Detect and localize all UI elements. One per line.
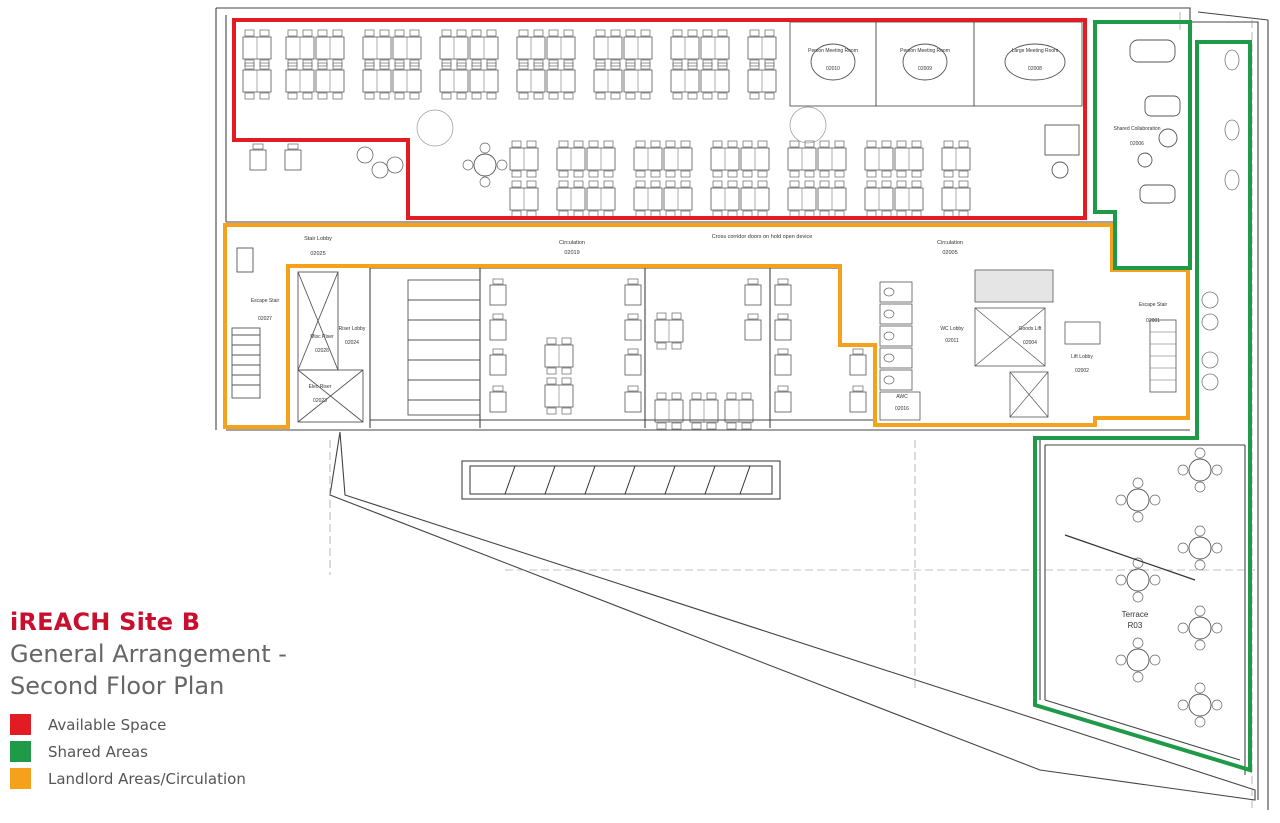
svg-text:02005: 02005	[942, 250, 957, 256]
circulation-labels: Stair Lobby 02025 Circulation 02019 Cros…	[304, 234, 963, 257]
svg-text:Lift Lobby: Lift Lobby	[1071, 354, 1093, 360]
desk-cluster-north	[242, 29, 777, 100]
legend-item-shared-areas: Shared Areas	[10, 738, 246, 765]
shared-collaboration-furniture	[1129, 39, 1181, 204]
svg-text:02026: 02026	[315, 348, 329, 354]
svg-text:WC Lobby: WC Lobby	[940, 326, 964, 332]
svg-text:02004: 02004	[1023, 340, 1037, 346]
svg-text:Riser Lobby: Riser Lobby	[339, 326, 366, 332]
svg-text:02024: 02024	[345, 340, 359, 346]
svg-text:02002: 02002	[1075, 368, 1089, 374]
skylight	[461, 460, 781, 500]
plan-subtitle-line-2: Second Floor Plan	[10, 672, 225, 700]
svg-text:Misc Riser: Misc Riser	[310, 334, 334, 340]
plan-title: iREACH Site B	[10, 608, 201, 636]
legend-swatch-landlord-areas	[10, 768, 31, 789]
svg-text:02009: 02009	[918, 66, 932, 72]
legend: Available Space Shared Areas Landlord Ar…	[10, 711, 246, 792]
svg-text:Person Meeting Room: Person Meeting Room	[808, 48, 858, 54]
svg-text:Person Meeting Room: Person Meeting Room	[900, 48, 950, 54]
meeting-rooms	[789, 21, 1083, 179]
svg-text:02008: 02008	[1028, 66, 1042, 72]
desk-cluster-central	[249, 106, 971, 218]
svg-text:02027: 02027	[258, 316, 272, 322]
svg-text:R03: R03	[1128, 621, 1143, 630]
svg-text:Escape Stair: Escape Stair	[1139, 302, 1168, 308]
plan-subtitle-line-1: General Arrangement -	[10, 640, 287, 668]
legend-item-available-space: Available Space	[10, 711, 246, 738]
legend-item-landlord-areas: Landlord Areas/Circulation	[10, 765, 246, 792]
desk-cluster-south	[489, 278, 867, 430]
svg-text:Circulation: Circulation	[559, 240, 585, 246]
building-outline	[215, 7, 1269, 810]
legend-label: Available Space	[48, 715, 167, 734]
svg-text:Elec Riser: Elec Riser	[309, 384, 332, 390]
svg-text:02023: 02023	[313, 398, 327, 404]
terrace-label: Terrace R03	[1122, 610, 1149, 630]
svg-text:02001: 02001	[1146, 318, 1160, 324]
available-space-outline	[232, 18, 1087, 220]
meeting-room-labels: Person Meeting Room 02010 Person Meeting…	[808, 48, 1058, 72]
grid-lines	[329, 12, 1255, 810]
svg-text:Goods Lift: Goods Lift	[1019, 326, 1042, 332]
title-block: iREACH Site B General Arrangement - Seco…	[10, 606, 287, 702]
west-core-labels: Escape Stair 02027 Misc Riser 02026 Rise…	[251, 298, 366, 404]
svg-text:Cross corridor doors on hold o: Cross corridor doors on hold open device	[712, 234, 813, 240]
svg-text:Large Meeting Room: Large Meeting Room	[1012, 48, 1059, 54]
svg-text:02019: 02019	[564, 250, 579, 256]
svg-text:Shared Collaboration: Shared Collaboration	[1114, 126, 1161, 132]
svg-text:Escape Stair: Escape Stair	[251, 298, 280, 304]
svg-text:AWC: AWC	[896, 394, 908, 400]
svg-text:02011: 02011	[945, 338, 959, 344]
wc-core	[879, 269, 1177, 421]
svg-text:02016: 02016	[895, 406, 909, 412]
legend-label: Shared Areas	[48, 742, 148, 761]
svg-text:Stair Lobby: Stair Lobby	[304, 236, 332, 242]
west-core	[231, 247, 481, 423]
legend-swatch-available-space	[10, 714, 31, 735]
shared-areas-north-outline	[1093, 20, 1192, 270]
wc-core-labels: WC Lobby 02011 Goods Lift 02004 Lift Lob…	[895, 302, 1167, 412]
legend-label: Landlord Areas/Circulation	[48, 769, 246, 788]
svg-text:Terrace: Terrace	[1122, 610, 1149, 619]
terrace-furniture	[1064, 49, 1240, 728]
svg-text:Circulation: Circulation	[937, 240, 963, 246]
shared-areas-terrace-outline	[1033, 40, 1252, 773]
svg-text:02010: 02010	[826, 66, 840, 72]
svg-text:02006: 02006	[1130, 141, 1144, 147]
legend-swatch-shared-areas	[10, 741, 31, 762]
shared-collaboration-label: Shared Collaboration 02006	[1114, 126, 1161, 147]
svg-text:02025: 02025	[310, 251, 325, 257]
